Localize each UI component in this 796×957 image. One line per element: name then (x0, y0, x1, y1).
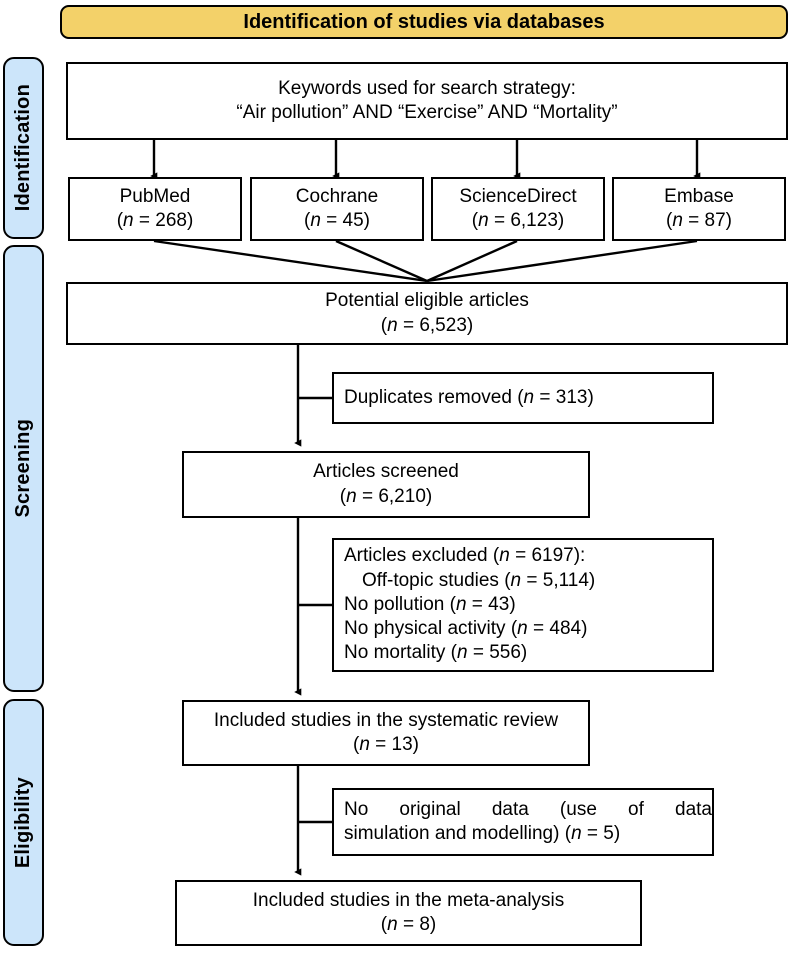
no-original-line-2: simulation and modelling) (n = 5) (344, 822, 620, 846)
screened-count: (n = 6,210) (340, 485, 432, 509)
paren-open: ( (665, 210, 673, 231)
excluded-value: = 6197): (509, 545, 586, 567)
n-symbol: n (387, 314, 398, 336)
box-keywords: Keywords used for search strategy: “Air … (66, 62, 788, 140)
excluded-item-no-mortality: No mortality (n = 556) (344, 641, 527, 665)
box-sciencedirect: ScienceDirect (n = 6,123) (431, 177, 605, 241)
embase-count: (n = 87) (666, 209, 732, 233)
potential-value: = 6,523) (397, 314, 474, 336)
stage-label-identification: Identification (3, 57, 44, 239)
included-sr-count: (n = 13) (353, 733, 419, 757)
excluded-header: Articles excluded (n = 6197): (344, 544, 585, 568)
pubmed-count: (n = 268) (117, 209, 194, 233)
paren-open: ( (339, 485, 347, 507)
excluded-item-off-topic: Off-topic studies (n = 5,114) (344, 569, 595, 593)
box-duplicates-removed: Duplicates removed (n = 313) (332, 372, 714, 424)
n-symbol: n (123, 210, 134, 231)
sciencedirect-value: = 6,123) (488, 210, 565, 231)
duplicates-value: = 313) (534, 386, 594, 408)
cochrane-count: (n = 45) (304, 209, 370, 233)
n-symbol: n (455, 593, 467, 615)
stage-screening-text: Screening (12, 419, 34, 518)
n-symbol: n (310, 210, 321, 231)
included-ma-value: = 8) (397, 914, 437, 935)
paren-open: ( (303, 210, 311, 231)
item-value: = 556) (467, 642, 528, 664)
banner-identification-via-databases: Identification of studies via databases (60, 5, 788, 39)
duplicates-text: Duplicates removed (n = 313) (344, 386, 594, 410)
box-cochrane: Cochrane (n = 45) (250, 177, 424, 241)
box-pubmed: PubMed (n = 268) (68, 177, 242, 241)
item-prefix: No pollution ( (344, 593, 456, 615)
n-symbol: n (523, 386, 535, 408)
potential-count: (n = 6,523) (381, 314, 473, 338)
no-original-prefix: simulation and modelling) ( (344, 823, 572, 844)
box-included-meta-analysis: Included studies in the meta-analysis (n… (175, 880, 642, 946)
box-articles-excluded: Articles excluded (n = 6197): Off-topic … (332, 538, 714, 672)
item-prefix: Off-topic studies ( (362, 569, 511, 591)
item-prefix: No mortality ( (344, 642, 457, 664)
item-value: = 484) (527, 618, 588, 640)
pubmed-label: PubMed (119, 185, 191, 207)
cochrane-label: Cochrane (295, 185, 379, 207)
n-symbol: n (387, 914, 398, 935)
screened-value: = 6,210) (356, 485, 433, 507)
screened-label: Articles screened (313, 461, 459, 483)
keywords-line-1: Keywords used for search strategy: (278, 77, 576, 99)
sciencedirect-count: (n = 6,123) (472, 209, 564, 233)
n-symbol: n (499, 545, 510, 567)
no-original-value: = 5) (581, 823, 621, 844)
paren-open: ( (352, 734, 360, 755)
paren-open: ( (380, 314, 388, 336)
excluded-item-no-pollution: No pollution (n = 43) (344, 593, 516, 617)
n-symbol: n (517, 618, 528, 640)
n-symbol: n (359, 734, 370, 755)
n-symbol: n (478, 210, 489, 231)
paren-open: ( (471, 210, 479, 231)
n-symbol: n (346, 485, 357, 507)
box-articles-screened: Articles screened (n = 6,210) (182, 451, 590, 518)
box-included-systematic-review: Included studies in the systematic revie… (182, 700, 590, 766)
no-original-line-1: No original data (use of data (344, 798, 712, 820)
sciencedirect-label: ScienceDirect (459, 185, 577, 207)
potential-label: Potential eligible articles (325, 290, 529, 312)
box-potential-eligible-articles: Potential eligible articles (n = 6,523) (66, 282, 788, 345)
duplicates-prefix: Duplicates removed ( (344, 386, 524, 408)
keywords-line-2: “Air pollution” AND “Exercise” AND “Mort… (236, 102, 618, 123)
excluded-prefix: Articles excluded ( (344, 545, 500, 567)
stage-identification-text: Identification (12, 84, 34, 212)
box-no-original-data: No original data (use of data simulation… (332, 788, 714, 856)
stage-label-eligibility: Eligibility (3, 699, 44, 946)
cochrane-value: = 45) (320, 210, 371, 231)
embase-value: = 87) (682, 210, 733, 231)
n-symbol: n (672, 210, 683, 231)
n-symbol: n (456, 642, 468, 664)
banner-label: Identification of studies via databases (243, 10, 605, 33)
included-ma-count: (n = 8) (381, 913, 436, 937)
item-value: = 5,114) (521, 569, 596, 591)
item-value: = 43) (466, 593, 516, 615)
n-symbol: n (510, 569, 522, 591)
included-ma-label: Included studies in the meta-analysis (252, 889, 565, 911)
included-sr-label: Included studies in the systematic revie… (213, 709, 559, 731)
paren-open: ( (380, 914, 388, 935)
included-sr-value: = 13) (369, 734, 420, 755)
stage-eligibility-text: Eligibility (12, 776, 34, 869)
n-symbol: n (571, 823, 582, 844)
excluded-item-no-physical-activity: No physical activity (n = 484) (344, 617, 587, 641)
embase-label: Embase (664, 185, 734, 207)
item-prefix: No physical activity ( (344, 618, 518, 640)
stage-label-screening: Screening (3, 245, 44, 692)
pubmed-value: = 268) (133, 210, 194, 231)
box-embase: Embase (n = 87) (612, 177, 786, 241)
paren-open: ( (116, 210, 124, 231)
